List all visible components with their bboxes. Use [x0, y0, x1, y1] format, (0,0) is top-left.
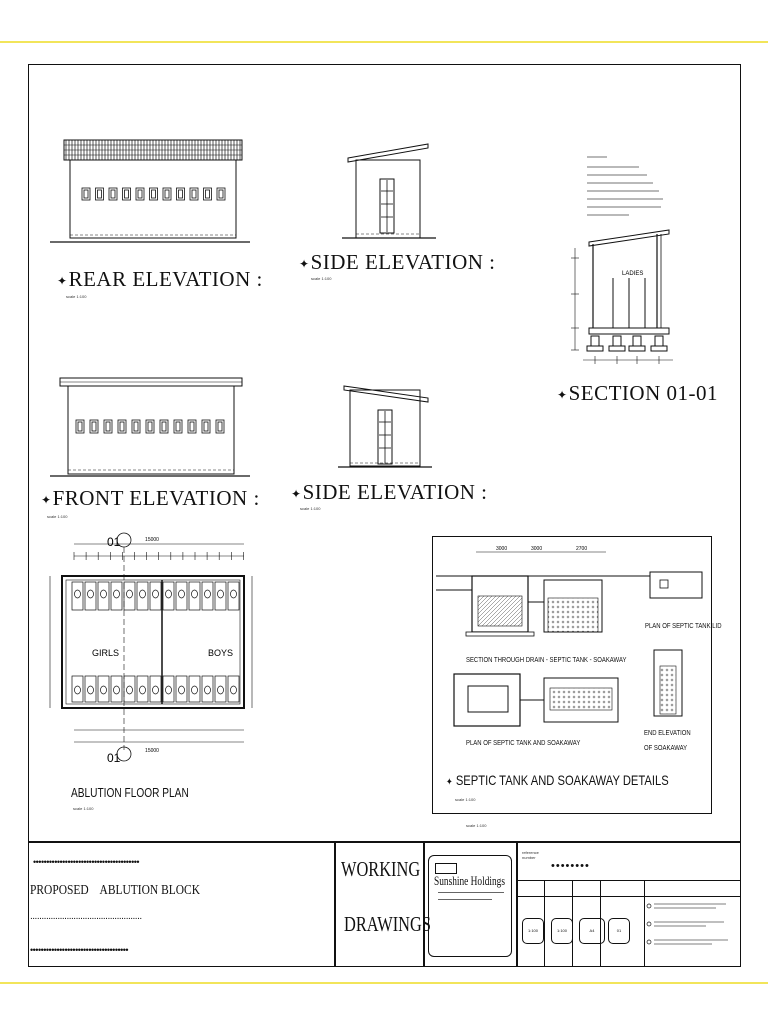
plan-room-boys: BOYS: [208, 648, 233, 658]
section-title: ✦SECTION 01-01: [557, 381, 718, 405]
company-details-line: [438, 899, 492, 900]
floor-plan-drawing: 15000 01 GIRLS BOYS 15000 01: [49, 532, 253, 765]
title-block-top-border: [28, 841, 741, 843]
company-details-line: [438, 892, 504, 893]
drawing-sheet: [28, 64, 741, 967]
north-marker-icon: ✦: [299, 256, 310, 271]
stage-working: WORKING: [341, 857, 421, 881]
cubicle: [84, 581, 97, 611]
septic-dim-1: 3000: [496, 546, 507, 552]
sheet-value-box: 1:100: [551, 918, 573, 944]
notes-bullets: [646, 903, 728, 945]
section-marker-top: 01: [107, 535, 121, 549]
plan-overall-dimension-bottom: 15000: [145, 748, 159, 754]
north-marker-icon: ✦: [446, 777, 453, 788]
septic-dim-3: 2700: [576, 546, 587, 552]
cubicle: [97, 675, 110, 703]
side-elevation-top-drawing: [342, 143, 436, 239]
septic-dim-2: 3000: [531, 546, 542, 552]
cubicle: [162, 675, 175, 703]
septic-plan-caption: PLAN OF SEPTIC TANK AND SOAKAWAY: [466, 740, 581, 747]
title-block-row-line: [516, 880, 741, 881]
cubicle: [149, 581, 162, 611]
north-marker-icon: ✦: [557, 387, 568, 402]
cubicle: [97, 581, 110, 611]
cubicle: [136, 675, 149, 703]
septic-scale: scale 1:100: [455, 797, 476, 802]
cubicle: [227, 581, 240, 611]
front-elevation-title: ✦FRONT ELEVATION :: [41, 486, 260, 510]
company-logo-box: [428, 855, 512, 957]
cubicle: [175, 675, 188, 703]
cubicle: [201, 581, 214, 611]
cubicle: [136, 581, 149, 611]
bottom-border-line: [0, 982, 768, 984]
north-marker-icon: ✦: [57, 273, 68, 288]
cubicle: [201, 675, 214, 703]
cubicle: [149, 675, 162, 703]
title-block-divider-1: [334, 841, 336, 967]
stage-drawings: DRAWINGS: [344, 912, 431, 936]
rear-elevation-drawing: [50, 139, 250, 243]
side-elevation-top-title: ✦SIDE ELEVATION :: [299, 250, 496, 274]
cubicle: [123, 675, 136, 703]
side-elevation-bottom-title: ✦SIDE ELEVATION :: [291, 480, 488, 504]
cubicle: [110, 581, 123, 611]
soakaway-end-caption-2: OF SOAKAWAY: [644, 745, 688, 752]
cubicle: [188, 581, 201, 611]
side-elevation-bottom-scale: scale 1:100: [300, 506, 321, 511]
cubicle: [227, 675, 240, 703]
reference-label: reference number: [522, 850, 539, 860]
septic-plan-drawing: [453, 673, 619, 727]
north-marker-icon: ✦: [41, 492, 52, 507]
sheet-value-box: 01: [608, 918, 630, 944]
front-elevation-scale: scale 1:100: [47, 514, 68, 519]
company-logo-icon: [435, 863, 457, 874]
cubicle: [71, 581, 84, 611]
section-room-label: LADIES: [622, 271, 643, 277]
septic-detail-frame: [432, 536, 712, 814]
sheet-value-box: 1:100: [522, 918, 544, 944]
below-frame-scale: scale 1:100: [466, 823, 487, 828]
company-name: Sunshine Holdings: [434, 873, 505, 888]
soakaway-end-caption-1: END ELEVATION: [644, 730, 691, 737]
cubicle: [71, 675, 84, 703]
septic-section-drawing: 3000 3000 2700: [436, 546, 703, 637]
septic-title: ✦ SEPTIC TANK AND SOAKAWAY DETAILS: [446, 772, 669, 788]
cubicle: [214, 581, 227, 611]
project-dots-2: ........................................…: [30, 911, 142, 922]
title-block-divider-2: [423, 841, 425, 967]
septic-section-caption: SECTION THROUGH DRAIN - SEPTIC TANK - SO…: [466, 657, 627, 664]
floor-plan-title: ABLUTION FLOOR PLAN: [71, 785, 189, 800]
cubicle: [84, 675, 97, 703]
top-border-line: [0, 41, 768, 43]
project-name: PROPOSED ABLUTION BLOCK: [30, 883, 200, 898]
cubicle: [162, 581, 175, 611]
sheet-value-box: A4: [579, 918, 605, 944]
title-block-row-line-2: [516, 896, 741, 897]
front-elevation-drawing: [50, 377, 250, 477]
cubicle: [110, 675, 123, 703]
cubicle: [214, 675, 227, 703]
side-elevation-top-scale: scale 1:100: [311, 276, 332, 281]
rear-elevation-scale: scale 1:100: [66, 294, 87, 299]
plan-overall-dimension-top: 15000: [145, 537, 159, 543]
reference-value: ••••••••: [551, 860, 590, 872]
section-drawing: LADIES: [571, 229, 673, 364]
cubicle: [175, 581, 188, 611]
notes-block: [587, 156, 663, 216]
rear-elevation-title: ✦REAR ELEVATION :: [57, 267, 263, 291]
title-block-divider-3: [516, 841, 518, 967]
plan-room-girls: GIRLS: [92, 648, 119, 658]
project-dots-3: •••••••••••••••••••••••••••••••••••••: [30, 945, 129, 955]
septic-lid-caption: PLAN OF SEPTIC TANK LID: [645, 623, 722, 630]
cubicle: [188, 675, 201, 703]
floor-plan-scale: scale 1:100: [73, 806, 94, 811]
cubicle: [123, 581, 136, 611]
project-dots-1: ••••••••••••••••••••••••••••••••••••••••: [33, 857, 140, 867]
side-elevation-bottom-drawing: [338, 385, 432, 468]
north-marker-icon: ✦: [291, 486, 302, 501]
soakaway-end-drawing: [653, 649, 683, 717]
